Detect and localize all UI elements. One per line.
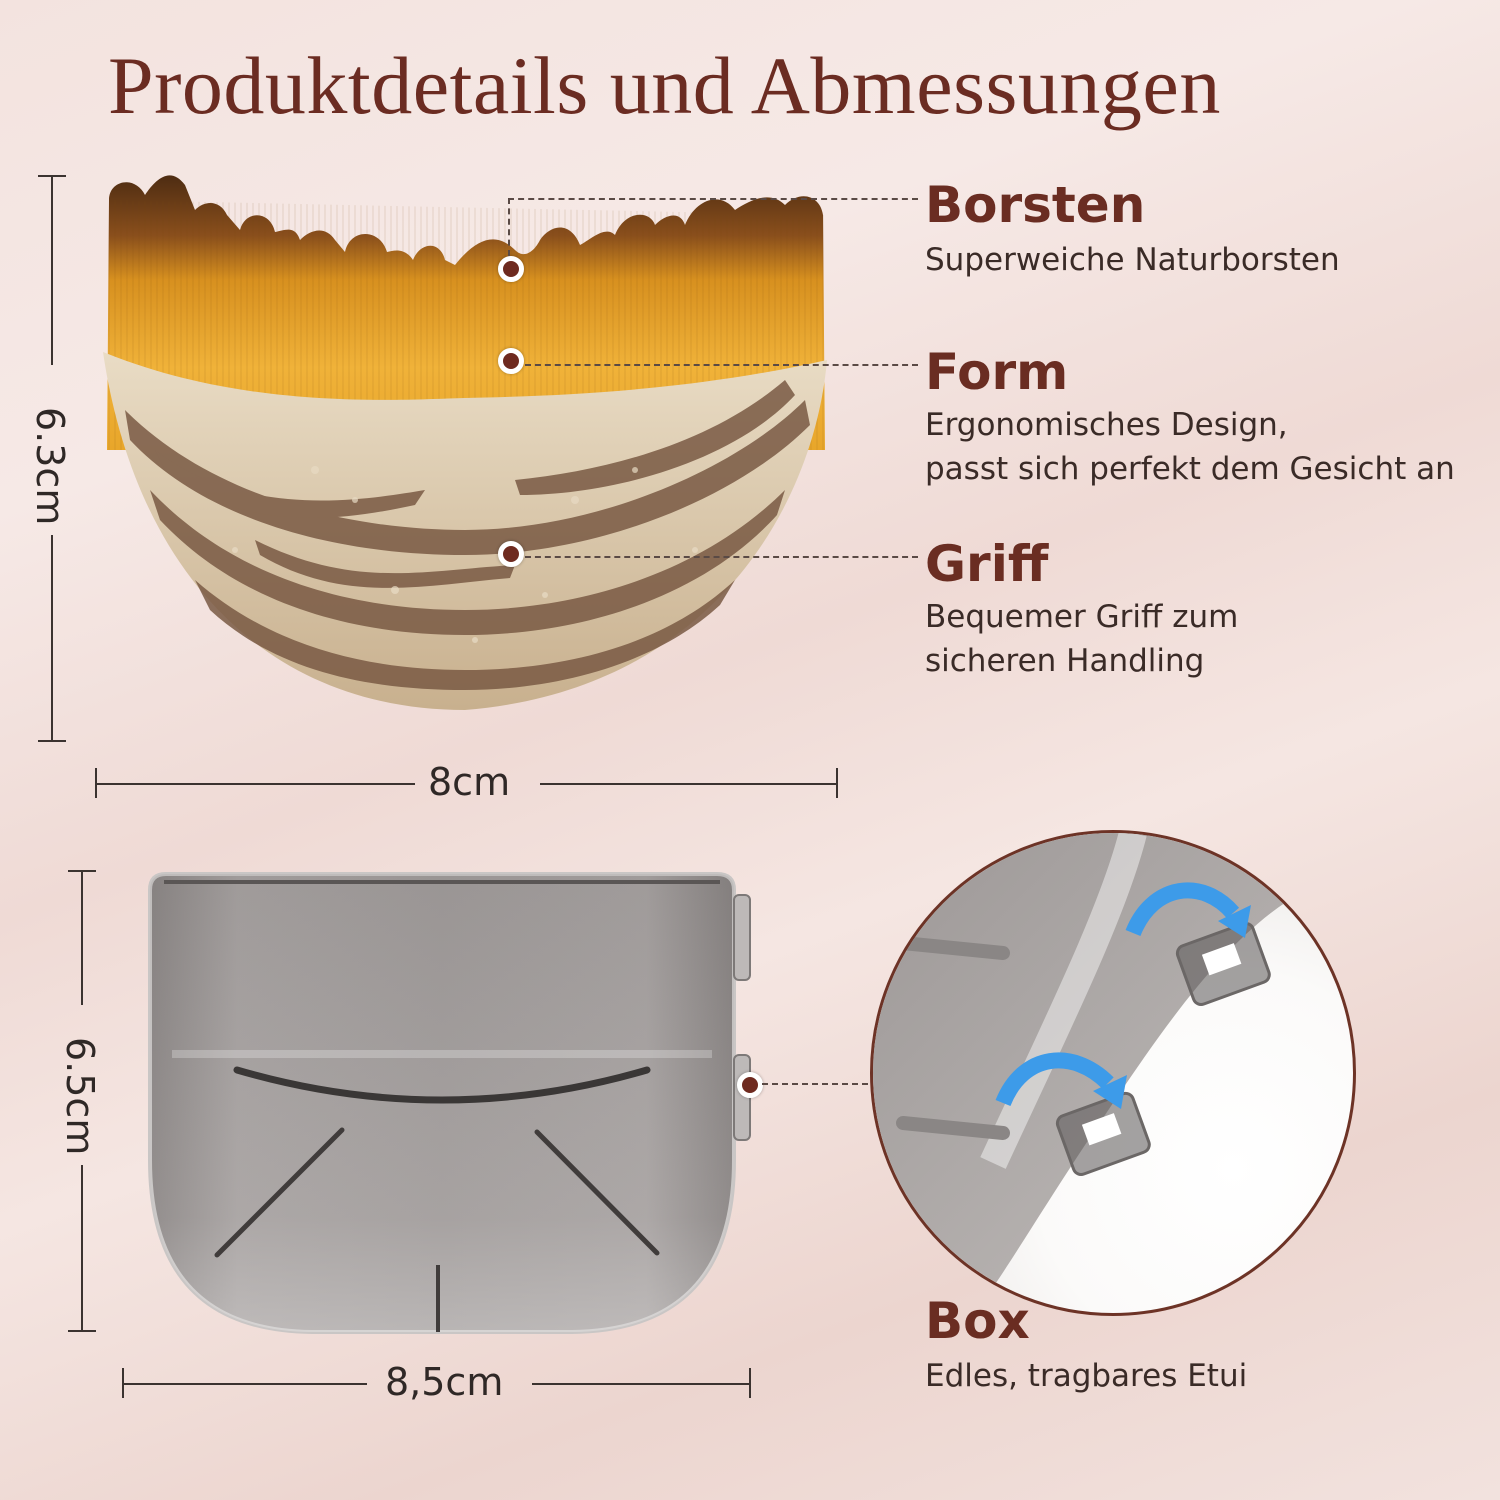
- storage-case-image: [142, 870, 752, 1340]
- marker-dot-icon: [498, 348, 524, 374]
- dimension-line: [540, 783, 837, 785]
- marker-dot-icon: [737, 1072, 763, 1098]
- marker-dot-icon: [498, 541, 524, 567]
- feature-borsten: Borsten Superweiche Naturborsten: [925, 176, 1340, 282]
- leader-line: [508, 198, 918, 200]
- curved-arrow-icon: [995, 1052, 1127, 1109]
- feature-title: Form: [925, 343, 1069, 401]
- dimension-line: [532, 1383, 750, 1385]
- case-illustration: [148, 872, 751, 1334]
- dimension-line: [81, 1165, 83, 1330]
- box-height-label: 6.5cm: [58, 1037, 102, 1156]
- feature-box: Box Edles, tragbares Etui: [925, 1292, 1247, 1398]
- leader-line: [762, 1083, 868, 1085]
- clasp-detail-zoom: [870, 830, 1356, 1316]
- feature-description-line: sicheren Handling: [925, 643, 1205, 679]
- makeup-brush-image: [95, 170, 835, 740]
- brush-height-label: 6.3cm: [28, 407, 72, 526]
- dimension-line: [51, 175, 53, 365]
- feature-title: Borsten: [925, 176, 1146, 234]
- feature-title: Box: [925, 1292, 1030, 1350]
- leader-line: [525, 556, 918, 558]
- feature-title: Griff: [925, 535, 1049, 593]
- feature-description: Bequemer Griff zum sicheren Handling: [925, 595, 1238, 683]
- dimension-tick: [749, 1368, 751, 1398]
- brush-illustration: [103, 175, 827, 710]
- curved-arrow-icon: [1125, 882, 1251, 938]
- feature-description: Superweiche Naturborsten: [925, 242, 1340, 278]
- feature-description: Ergonomisches Design, passt sich perfekt…: [925, 403, 1455, 491]
- feature-description-line: Bequemer Griff zum: [925, 599, 1239, 635]
- dimension-tick: [836, 768, 838, 798]
- leader-line: [508, 198, 510, 256]
- feature-description-line: passt sich perfekt dem Gesicht an: [925, 451, 1455, 487]
- dimension-tick: [38, 740, 66, 742]
- dimension-line: [51, 535, 53, 741]
- leader-line: [525, 364, 918, 366]
- feature-griff: Griff Bequemer Griff zum sicheren Handli…: [925, 535, 1238, 683]
- marker-dot-icon: [498, 256, 524, 282]
- clasp-illustration: [873, 833, 1353, 1313]
- dimension-tick: [68, 1330, 96, 1332]
- brush-width-label: 8cm: [428, 760, 511, 804]
- feature-description: Edles, tragbares Etui: [925, 1358, 1248, 1394]
- box-width-label: 8,5cm: [385, 1360, 504, 1404]
- dimension-line: [95, 783, 415, 785]
- dimension-line: [122, 1383, 367, 1385]
- dimension-line: [81, 870, 83, 1005]
- feature-form: Form Ergonomisches Design, passt sich pe…: [925, 343, 1455, 491]
- feature-description-line: Ergonomisches Design,: [925, 407, 1288, 443]
- page-title: Produktdetails und Abmessungen: [108, 40, 1221, 131]
